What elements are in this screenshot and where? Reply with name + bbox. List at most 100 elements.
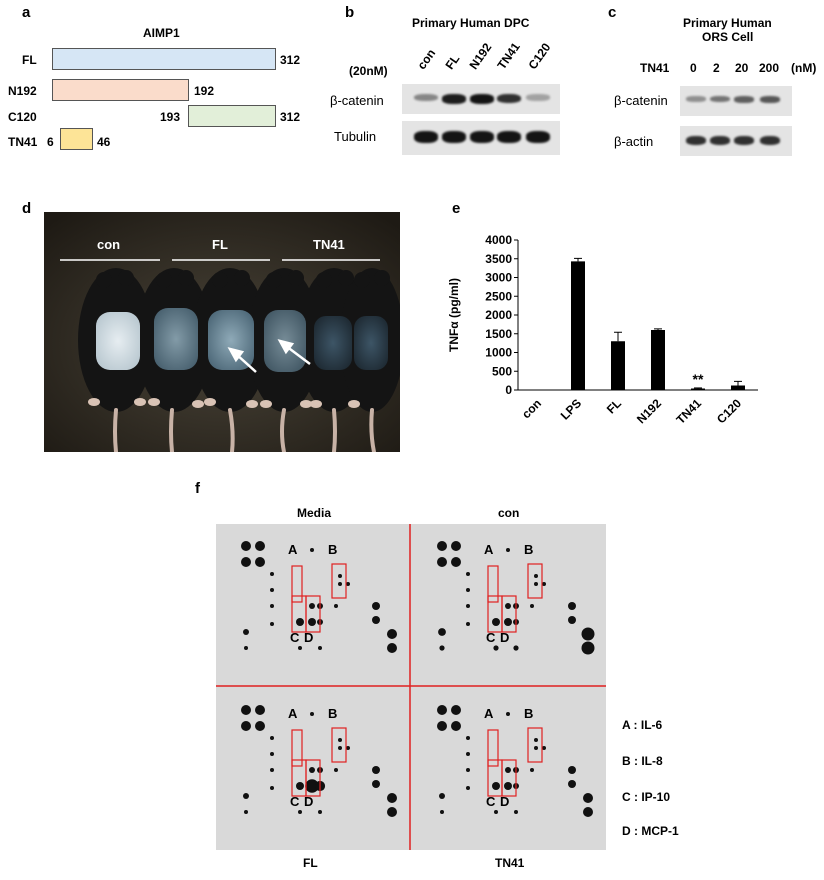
spot-fl-17	[334, 768, 338, 772]
spot-media-18	[372, 602, 380, 610]
construct-bar-c120	[188, 105, 276, 127]
cytokine-array-membrane	[216, 524, 606, 850]
spot-con-24	[493, 645, 499, 651]
spot-tn41-11	[492, 782, 500, 790]
row-label-beta-actin-c: β-actin	[614, 134, 654, 149]
box-d-con	[501, 595, 517, 633]
spot-con-23	[439, 645, 445, 651]
spot-con-14	[534, 574, 538, 578]
box-a-media	[291, 565, 303, 603]
box-d-tn41	[501, 759, 517, 797]
spot-tn41-23	[440, 810, 444, 814]
construct-end-tn41: 46	[97, 135, 111, 149]
box-b-media	[331, 563, 347, 599]
spot-fl-24	[298, 810, 302, 814]
spot-con-17	[530, 604, 534, 608]
spot-fl-8	[310, 712, 314, 716]
spot-fl-14	[338, 738, 342, 742]
spot-con-8	[506, 548, 510, 552]
band-tubulin-b-2	[470, 131, 494, 143]
spot-fl-12	[305, 779, 319, 793]
panel-f-letter: f	[195, 480, 200, 497]
y-axis-label: TNFα (pg/ml)	[447, 278, 461, 352]
spot-fl-23	[244, 810, 248, 814]
spot-media-6	[270, 604, 274, 608]
spot-tn41-15	[534, 746, 538, 750]
spot-fl-0	[241, 705, 251, 715]
spot-fl-22	[243, 793, 249, 799]
spot-tn41-5	[466, 752, 470, 756]
panel-b-concentration: (20nM)	[349, 64, 388, 78]
band-beta-catenin-b-3	[497, 94, 521, 104]
spot-media-5	[270, 588, 274, 592]
lane-label-n192: N192	[466, 40, 495, 72]
dose-0: 0	[690, 61, 697, 75]
spot-fl-21	[387, 807, 397, 817]
spot-media-23	[244, 646, 248, 650]
spot-fl-1	[255, 705, 265, 715]
spot-tn41-3	[451, 721, 461, 731]
spot-media-12	[308, 618, 316, 626]
spot-con-18	[568, 602, 576, 610]
spot-con-21	[581, 641, 595, 655]
box-b-con	[527, 563, 543, 599]
spot-con-2	[437, 557, 447, 567]
spot-media-2	[241, 557, 251, 567]
bar-N192	[651, 330, 665, 390]
dose-2: 2	[713, 61, 720, 75]
panel-a-title: AIMP1	[143, 26, 180, 40]
spot-media-17	[334, 604, 338, 608]
panel-d-letter: d	[22, 200, 32, 217]
spot-con-7	[466, 622, 470, 626]
construct-name-c120: C120	[8, 110, 37, 124]
spot-fl-6	[270, 768, 274, 772]
band-beta-catenin-c-2	[734, 96, 754, 103]
y-tick-label-1: 500	[492, 364, 512, 378]
panel-b-letter: b	[345, 4, 355, 21]
y-tick-label-4: 2000	[485, 308, 512, 322]
panel-b-title: Primary Human DPC	[412, 16, 530, 30]
quadrant-label-fl: FL	[303, 856, 318, 870]
spot-con-6	[466, 604, 470, 608]
band-tubulin-b-0	[414, 131, 438, 143]
panel-c-title-line1: Primary Human	[683, 16, 772, 30]
legend-il6: A : IL-6	[622, 718, 663, 732]
spot-tn41-4	[466, 736, 470, 740]
spot-con-1	[451, 541, 461, 551]
construct-name-n192: N192	[8, 84, 37, 98]
bar-FL	[611, 341, 625, 390]
spot-con-25	[513, 645, 519, 651]
panel-c-title-line2: ORS Cell	[702, 30, 754, 44]
legend-ip10: C : IP-10	[622, 790, 671, 804]
spot-con-4	[466, 572, 470, 576]
band-beta-actin-c-1	[710, 136, 730, 146]
spot-fl-15	[338, 746, 342, 750]
lane-label-c120: C120	[525, 40, 554, 72]
construct-start-c120: 193	[160, 110, 181, 124]
spot-fl-16	[346, 746, 350, 750]
spot-media-4	[270, 572, 274, 576]
spot-tn41-18	[568, 766, 576, 774]
spot-label-c-fl: C	[290, 794, 300, 809]
box-d-fl	[305, 759, 321, 797]
box-d-media	[305, 595, 321, 633]
spot-media-9	[309, 603, 315, 609]
spot-media-22	[243, 629, 249, 635]
panel-c-letter: c	[608, 4, 617, 21]
dose-unit: (nM)	[791, 61, 817, 75]
spot-media-15	[338, 582, 342, 586]
spot-tn41-19	[568, 780, 576, 788]
spot-con-15	[534, 582, 538, 586]
construct-end-n192: 192	[194, 84, 215, 98]
spot-media-16	[346, 582, 350, 586]
spot-con-19	[568, 616, 576, 624]
row-label-beta-catenin-c: β-catenin	[614, 93, 668, 108]
spot-media-0	[241, 541, 251, 551]
mouse-group-tn41: TN41	[313, 237, 345, 252]
x-tick-label-C120: C120	[714, 396, 744, 426]
spot-tn41-8	[506, 712, 510, 716]
construct-bar-n192	[52, 79, 189, 101]
spot-fl-9	[309, 767, 315, 773]
construct-end-c120: 312	[280, 110, 301, 124]
